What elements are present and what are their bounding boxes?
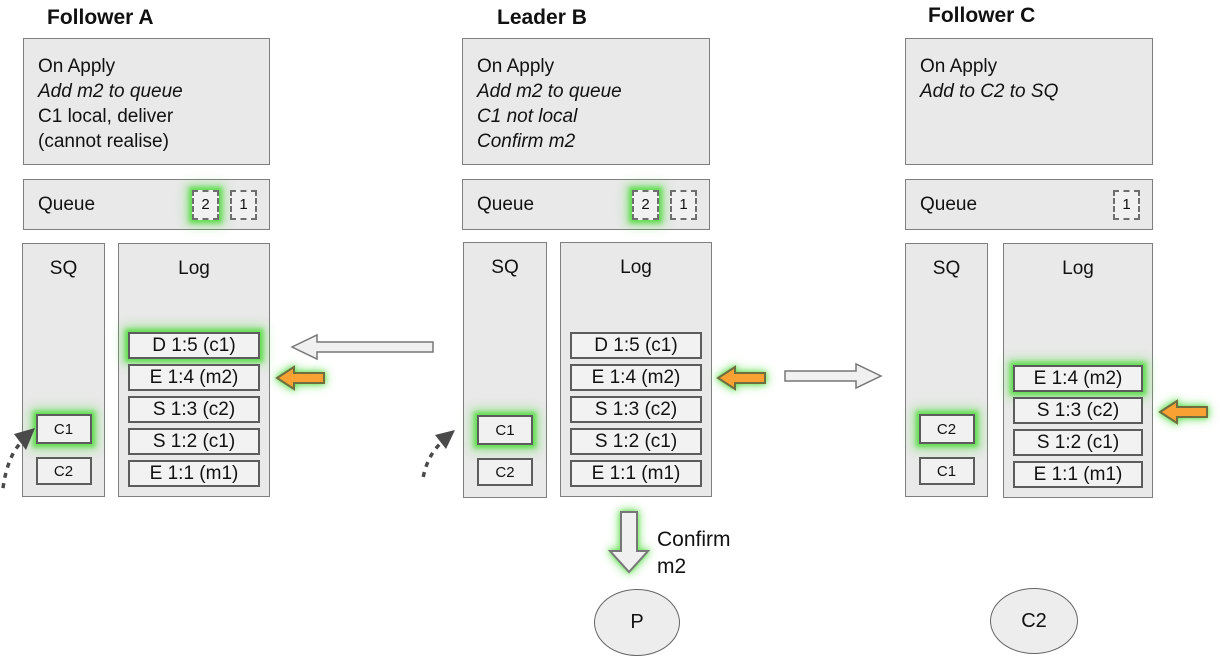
sq-box-b: SQ C1 C2 [463, 242, 547, 498]
apply-line: C1 local, deliver [38, 106, 174, 127]
queue-slot: 2 [192, 189, 219, 220]
queue-label: Queue [38, 193, 96, 215]
apply-line: On Apply [920, 56, 998, 77]
process-ellipse-c2: C2 [990, 588, 1078, 654]
log-entry: S 1:2 (c1) [1013, 429, 1143, 456]
node-title-leader-b: Leader B [497, 6, 587, 29]
log-box-c: Log E 1:4 (m2) S 1:3 (c2) S 1:2 (c1) E 1… [1003, 243, 1153, 498]
log-header: Log [178, 258, 210, 279]
log-entry: E 1:1 (m1) [1013, 461, 1143, 488]
log-entry: D 1:5 (c1) [128, 332, 260, 359]
log-header: Log [620, 257, 652, 278]
deliver-dotted-arrow-icon-a [1, 428, 35, 490]
queue-slots: 2 1 [192, 189, 257, 220]
apply-line: Add to C2 to SQ [920, 81, 1059, 102]
apply-pointer-arrow-icon-c [1158, 399, 1208, 425]
deliver-dotted-arrow-icon-b [420, 430, 455, 481]
on-apply-box-a: On Apply Add m2 to queue C1 local, deliv… [23, 38, 270, 165]
on-apply-box-b: On Apply Add m2 to queue C1 not local Co… [462, 38, 710, 165]
confirm-label-line: m2 [657, 555, 687, 578]
queue-slot: 1 [1113, 189, 1140, 220]
apply-pointer-arrow-icon-a [275, 365, 325, 391]
queue-slots: 1 [1113, 189, 1140, 220]
log-box-a: Log D 1:5 (c1) E 1:4 (m2) S 1:3 (c2) S 1… [118, 243, 270, 497]
log-entry: D 1:5 (c1) [570, 332, 702, 359]
apply-line: On Apply [38, 56, 116, 77]
confirm-down-arrow-icon [607, 511, 651, 574]
ellipse-label: P [630, 611, 644, 633]
log-entry: E 1:1 (m1) [570, 460, 702, 487]
apply-line: Confirm m2 [477, 131, 576, 152]
log-entry: S 1:3 (c2) [128, 396, 260, 423]
on-apply-box-c: On Apply Add to C2 to SQ [905, 38, 1153, 165]
log-entry: E 1:1 (m1) [128, 460, 260, 487]
apply-pointer-arrow-icon-b [716, 365, 766, 391]
queue-slot: 1 [230, 189, 257, 220]
apply-line: On Apply [477, 56, 555, 77]
apply-line: C1 not local [477, 106, 578, 127]
queue-slot: 1 [670, 189, 697, 220]
process-ellipse-p: P [594, 589, 680, 656]
sq-item: C1 [918, 457, 975, 485]
sq-header: SQ [491, 257, 519, 278]
log-entries: E 1:4 (m2) S 1:3 (c2) S 1:2 (c1) E 1:1 (… [1013, 365, 1143, 493]
apply-line: (cannot realise) [38, 131, 169, 152]
node-title-follower-c: Follower C [928, 4, 1036, 27]
log-entry: S 1:3 (c2) [1013, 397, 1143, 424]
queue-box-a: Queue 2 1 [23, 179, 270, 230]
sq-header: SQ [49, 258, 78, 279]
sq-item: C2 [35, 457, 92, 485]
confirm-label-line: Confirm [657, 528, 731, 551]
queue-slot: 2 [632, 189, 659, 220]
sq-box-c: SQ C2 C1 [905, 243, 988, 497]
sq-item: C2 [477, 458, 533, 486]
sq-header: SQ [932, 258, 961, 279]
log-entry: S 1:3 (c2) [570, 396, 702, 423]
confirm-arrow-label: Confirm m2 [657, 526, 731, 580]
queue-slots: 2 1 [632, 189, 697, 220]
log-entries: D 1:5 (c1) E 1:4 (m2) S 1:3 (c2) S 1:2 (… [570, 332, 702, 492]
sq-item: C1 [477, 415, 533, 445]
log-entry: S 1:2 (c1) [570, 428, 702, 455]
log-entry: E 1:4 (m2) [128, 364, 260, 391]
log-box-b: Log D 1:5 (c1) E 1:4 (m2) S 1:3 (c2) S 1… [560, 242, 712, 497]
log-entry: E 1:4 (m2) [1013, 365, 1143, 392]
queue-label: Queue [920, 193, 978, 215]
queue-box-c: Queue 1 [905, 179, 1153, 230]
queue-label: Queue [477, 193, 535, 215]
log-entry: S 1:2 (c1) [128, 428, 260, 455]
log-entry: E 1:4 (m2) [570, 364, 702, 391]
node-title-follower-a: Follower A [47, 6, 154, 29]
queue-box-b: Queue 2 1 [462, 179, 710, 230]
replicate-left-arrow-icon [290, 333, 434, 361]
sq-item: C1 [35, 414, 92, 444]
log-header: Log [1062, 258, 1094, 279]
replicate-right-arrow-icon [784, 362, 883, 390]
apply-line: Add m2 to queue [477, 81, 622, 102]
apply-line: Add m2 to queue [38, 81, 183, 102]
sq-item: C2 [918, 414, 975, 444]
sq-box-a: SQ C1 C2 [22, 243, 105, 497]
ellipse-label: C2 [1021, 609, 1047, 632]
log-entries: D 1:5 (c1) E 1:4 (m2) S 1:3 (c2) S 1:2 (… [128, 332, 260, 492]
